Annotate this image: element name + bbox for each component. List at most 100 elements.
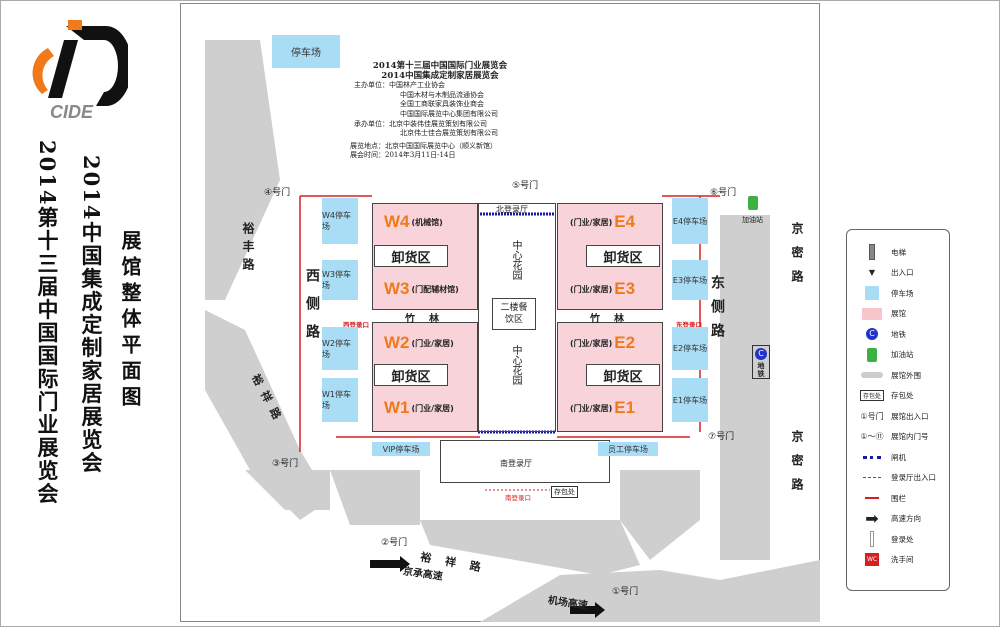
undertaker: 北京中装伟佳展览策划有限公司 — [389, 119, 487, 128]
legend-item: 存包处存包处 — [853, 386, 943, 407]
highway-arrow-icon: ➡ — [865, 509, 879, 529]
legend-item: ➡高速方向 — [853, 509, 943, 530]
legend-item: 电梯 — [853, 242, 943, 263]
info-title-2: 2014中国集成定制家居展览会 — [381, 70, 499, 81]
parking-e1: E1停车场 — [672, 378, 708, 422]
hall-outline-icon — [853, 372, 891, 379]
south-hall-building — [440, 440, 610, 483]
south-entry[interactable]: 南登录口 — [505, 494, 531, 502]
highway-arrow-left — [370, 556, 410, 572]
central-corridor — [478, 203, 556, 432]
luggage-icon: 存包处 — [853, 390, 891, 402]
gate-4[interactable]: ④号门 — [264, 188, 291, 198]
gate-icon: ①号门 — [860, 411, 884, 421]
parking-w4: W4停车场 — [322, 198, 358, 244]
gas-station-icon — [748, 196, 758, 210]
legend-item: 闸机 — [853, 447, 943, 468]
west-entry[interactable]: 西登录口 — [343, 321, 369, 329]
gas-station-icon — [853, 347, 891, 362]
gate-2[interactable]: ②号门 — [381, 538, 408, 548]
top-parking: 停车场 — [272, 35, 340, 68]
south-hall[interactable]: 南登录厅 — [500, 459, 532, 468]
legend-item: 登录处 — [853, 529, 943, 550]
elevator-icon — [853, 244, 891, 261]
road-jingmi-north: 京密路 — [790, 222, 804, 294]
unloading-area-east-south: 卸货区 — [586, 364, 660, 386]
subway-label: 地铁 — [757, 362, 765, 378]
legend-item: 加油站 — [853, 345, 943, 366]
east-entry[interactable]: 东登录口 — [676, 321, 702, 329]
parking-icon — [853, 286, 891, 301]
road-jingmi-south: 京密路 — [790, 430, 804, 502]
gate-1[interactable]: ①号门 — [612, 587, 639, 597]
subway-icon: C — [755, 348, 767, 360]
venue: 展览地点：北京中国国际展览中心（顺义新馆） — [350, 141, 497, 150]
legend-item: 登录厅出入口 — [853, 468, 943, 489]
subway-station[interactable]: C 地铁 — [752, 345, 770, 379]
hall-w4-label[interactable]: W4(机械馆) — [384, 212, 443, 231]
restroom-icon: WC — [853, 553, 891, 567]
registration-icon — [853, 531, 891, 548]
turnstile-icon — [853, 455, 891, 459]
unloading-area-east-north: 卸货区 — [586, 245, 660, 267]
central-garden-north: 中心花园 — [510, 240, 521, 280]
gate-6[interactable]: ⑥号门 — [710, 188, 737, 198]
hall-e2-label[interactable]: (门业/家居)E2 — [570, 333, 636, 352]
undertaker: 北京伟士佳合展览策划有限公司 — [400, 129, 498, 138]
parking-w2: W2停车场 — [322, 327, 358, 370]
legend-item: ▼出入口 — [853, 263, 943, 284]
info-title-1: 2014第十三届中国国际门业展览会 — [372, 61, 508, 71]
unloading-area-west-south: 卸货区 — [374, 364, 448, 386]
parking-e3: E3停车场 — [672, 260, 708, 300]
parking-staff: 员工停车场 — [598, 442, 658, 456]
hall-e1-label[interactable]: (门业/家居)E1 — [570, 398, 636, 417]
gate-3[interactable]: ③号门 — [272, 459, 299, 469]
legend-item: 停车场 — [853, 283, 943, 304]
exhibition-info: 2014第十三届中国国际门业展览会 2014中国集成定制家居展览会 主办单位：中… — [340, 61, 540, 161]
hall-w1-label[interactable]: W1(门业/家居) — [384, 398, 454, 417]
road-dongce: 东侧路 — [709, 275, 725, 347]
subway-icon: C — [853, 328, 891, 341]
title-plan: 展馆整体平面图 — [118, 230, 142, 412]
fence-icon — [853, 497, 891, 500]
parking-w1: W1停车场 — [322, 378, 358, 422]
hall-w3-label[interactable]: W3(门配辅材馆) — [384, 279, 459, 298]
hall-e4-label[interactable]: (门业/家居)E4 — [570, 212, 636, 231]
title-main: 2014第十三届中国国际门业展览会 — [35, 140, 60, 506]
parking-vip: VIP停车场 — [372, 442, 430, 456]
logo-mark-icon — [32, 20, 132, 106]
organizer: 中国林产工业协会 — [389, 81, 445, 90]
entrance-arrow-icon: ▼ — [868, 268, 876, 278]
hall-w2-label[interactable]: W2(门业/家居) — [384, 333, 454, 352]
north-hall[interactable]: 北登录厅 — [496, 205, 528, 214]
organizer: 中国木材与木制品流通协会 — [400, 90, 484, 99]
cide-logo: CIDE — [28, 18, 132, 128]
central-garden-south: 中心花园 — [510, 345, 521, 385]
gas-station-label: 加油站 — [742, 216, 763, 224]
organizer-label: 主办单位： — [354, 81, 389, 90]
undertaker-label: 承办单位： — [354, 119, 389, 128]
parking-w3: W3停车场 — [322, 260, 358, 300]
legend-item: 围栏 — [853, 488, 943, 509]
road-yufeng: 裕丰路 — [241, 222, 255, 276]
parking-e2: E2停车场 — [672, 327, 708, 370]
gate-7[interactable]: ⑦号门 — [708, 432, 735, 442]
unloading-area-west-north: 卸货区 — [374, 245, 448, 267]
organizer: 全国工商联家具装饰业商会 — [400, 100, 484, 109]
hall-e3-label[interactable]: (门业/家居)E3 — [570, 279, 636, 298]
gate-5[interactable]: ⑤号门 — [512, 181, 539, 191]
logo-text: CIDE — [50, 102, 94, 122]
organizer: 中国国际展览中心集团有限公司 — [400, 109, 498, 118]
hall-icon — [853, 307, 891, 320]
dining-area[interactable]: 二楼餐饮区 — [492, 298, 536, 330]
road-xice: 西侧路 — [304, 268, 320, 352]
bamboo-east: 竹林 — [590, 314, 638, 325]
legend-item: 展馆外围 — [853, 365, 943, 386]
legend-item: 展馆 — [853, 304, 943, 325]
luggage-storage[interactable]: 存包处 — [551, 486, 578, 498]
registration-entry-icon — [853, 477, 891, 479]
